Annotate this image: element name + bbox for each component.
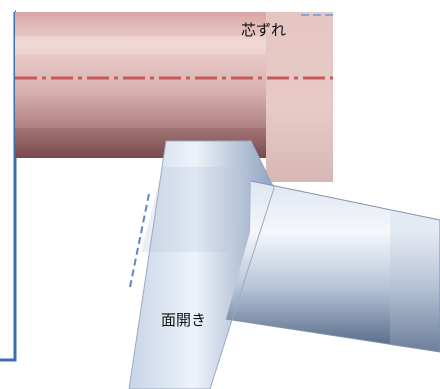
lower-flange-dashed-edge <box>129 193 150 288</box>
lower-flange-outline <box>128 140 275 389</box>
upper-shaft-highlight <box>15 36 266 54</box>
lower-shaft-body <box>226 181 440 352</box>
facing-label: 面開き <box>161 311 207 329</box>
upper-shaft-end <box>266 12 333 182</box>
lower-shaft-tip <box>390 211 440 352</box>
lower-flange-shade <box>141 167 249 252</box>
lower-flange <box>129 141 274 389</box>
frame-outline <box>0 12 17 362</box>
misalignment-label: 芯ずれ <box>241 21 287 39</box>
lower-shaft-outline <box>225 180 440 353</box>
